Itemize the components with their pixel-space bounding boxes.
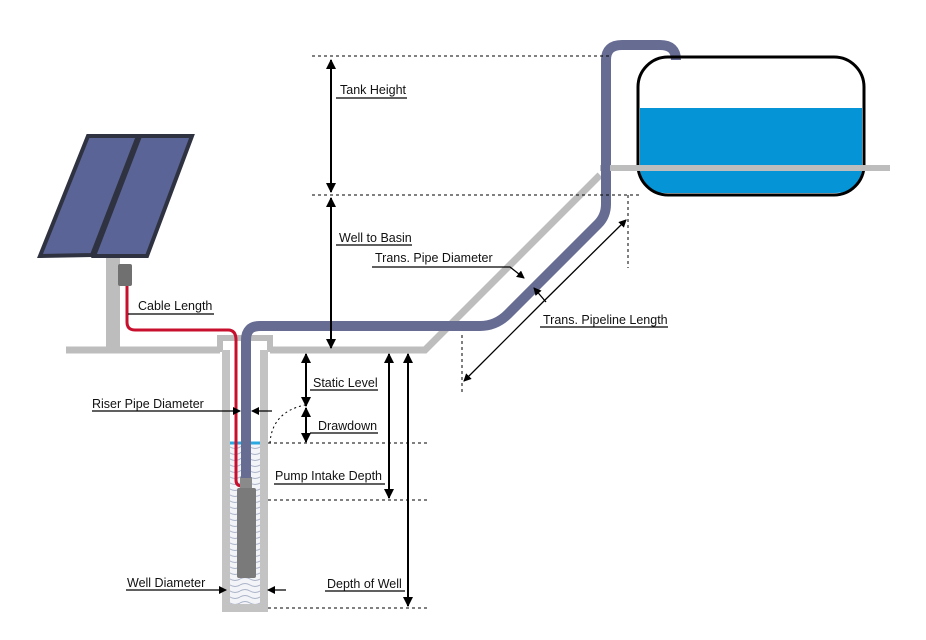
power-cable [125,286,243,488]
controller-box [118,264,132,286]
label-cable-length: Cable Length [138,299,212,313]
label-riser-pipe-diameter: Riser Pipe Diameter [92,397,204,411]
reference-lines [268,55,640,609]
storage-tank [610,55,890,197]
label-well-diameter: Well Diameter [127,576,205,590]
dimension-arrows [301,59,413,607]
solar-panel [37,134,195,350]
label-trans-pipeline-length: Trans. Pipeline Length [543,313,668,327]
label-pump-intake-depth: Pump Intake Depth [275,469,382,483]
panel-right [91,134,195,258]
label-static-level: Static Level [313,376,378,390]
label-well-to-basin: Well to Basin [339,231,412,245]
label-depth-of-well: Depth of Well [327,577,402,591]
label-trans-pipe-diameter: Trans. Pipe Diameter [375,251,493,265]
label-tank-height: Tank Height [340,83,407,97]
panel-post [106,255,120,350]
label-drawdown: Drawdown [318,419,377,433]
submersible-pump [237,477,256,578]
transmission-pipe [241,40,681,478]
